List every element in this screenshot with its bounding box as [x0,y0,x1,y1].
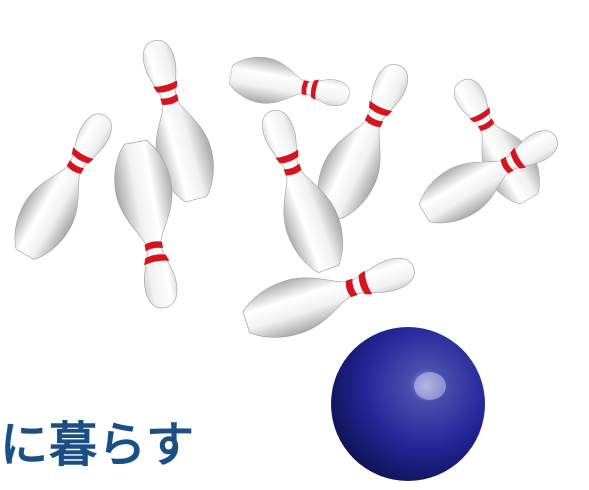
bowling-ball-icon [331,327,485,481]
bowling-pin-icon [2,102,128,268]
caption-text: に暮らす [0,417,196,473]
bowling-pin-icon [226,51,354,119]
